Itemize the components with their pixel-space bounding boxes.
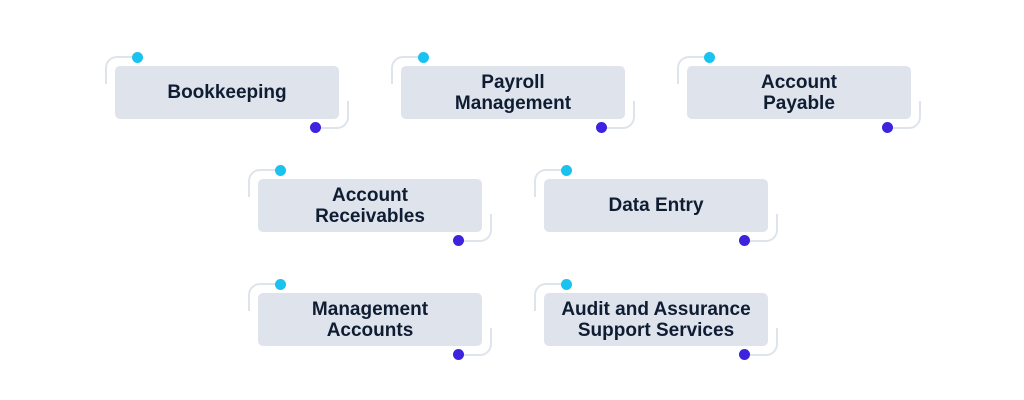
corner-bracket	[460, 214, 492, 242]
service-label: Data Entry	[608, 195, 704, 216]
corner-bracket	[248, 283, 280, 311]
corner-bracket	[317, 101, 349, 129]
corner-bracket	[677, 56, 709, 84]
blue-dot	[739, 235, 750, 246]
corner-bracket	[391, 56, 423, 84]
corner-bracket	[460, 328, 492, 356]
blue-dot	[882, 122, 893, 133]
corner-bracket	[248, 169, 280, 197]
service-label: Audit and Assurance Support Services	[561, 298, 751, 341]
blue-dot	[739, 349, 750, 360]
service-card-payroll-management: Payroll Management	[391, 52, 635, 133]
service-box: Audit and Assurance Support Services	[544, 293, 768, 346]
service-box: Management Accounts	[258, 293, 482, 346]
service-label: Payroll Management	[454, 71, 572, 114]
cyan-dot	[132, 52, 143, 63]
blue-dot	[310, 122, 321, 133]
cyan-dot	[275, 165, 286, 176]
corner-bracket	[746, 214, 778, 242]
corner-bracket	[534, 283, 566, 311]
cyan-dot	[275, 279, 286, 290]
blue-dot	[596, 122, 607, 133]
service-label: Management Accounts	[311, 298, 429, 341]
blue-dot	[453, 349, 464, 360]
service-label: Bookkeeping	[167, 82, 287, 103]
service-box: Account Receivables	[258, 179, 482, 232]
corner-bracket	[105, 56, 137, 84]
blue-dot	[453, 235, 464, 246]
service-card-bookkeeping: Bookkeeping	[105, 52, 349, 133]
service-label: Account Payable	[761, 71, 837, 114]
cyan-dot	[418, 52, 429, 63]
service-box: Payroll Management	[401, 66, 625, 119]
cyan-dot	[561, 165, 572, 176]
corner-bracket	[603, 101, 635, 129]
service-card-account-payable: Account Payable	[677, 52, 921, 133]
service-box: Data Entry	[544, 179, 768, 232]
service-card-audit-assurance: Audit and Assurance Support Services	[534, 279, 778, 360]
service-card-account-receivables: Account Receivables	[248, 165, 492, 246]
cyan-dot	[704, 52, 715, 63]
service-card-management-accounts: Management Accounts	[248, 279, 492, 360]
cyan-dot	[561, 279, 572, 290]
service-box: Account Payable	[687, 66, 911, 119]
corner-bracket	[534, 169, 566, 197]
corner-bracket	[746, 328, 778, 356]
service-label: Account Receivables	[315, 184, 425, 227]
service-box: Bookkeeping	[115, 66, 339, 119]
corner-bracket	[889, 101, 921, 129]
service-card-data-entry: Data Entry	[534, 165, 778, 246]
